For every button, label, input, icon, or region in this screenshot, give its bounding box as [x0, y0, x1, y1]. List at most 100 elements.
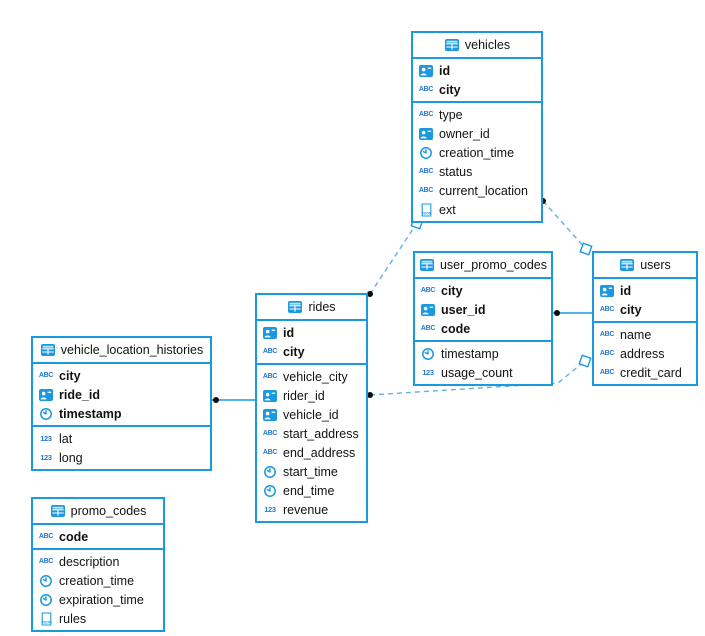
column-name: timestamp [59, 406, 122, 421]
abc-icon-glyph: ABC [418, 111, 434, 118]
abc-icon-glyph: ABC [599, 331, 615, 338]
column-row-vehicle_id[interactable]: vehicle_id [257, 405, 366, 424]
column-row-timestamp[interactable]: timestamp [415, 344, 551, 363]
123-icon: 123 [262, 506, 278, 514]
table-header[interactable]: users [594, 253, 696, 279]
column-name: lat [59, 431, 73, 446]
column-row-rider_id[interactable]: rider_id [257, 386, 366, 405]
pk-column-row-timestamp[interactable]: timestamp [33, 404, 210, 423]
abc-icon: ABC [420, 287, 436, 294]
json-document-icon: JSON [418, 202, 434, 217]
table-header[interactable]: vehicles [413, 33, 541, 59]
column-name: status [439, 164, 473, 179]
column-name: type [439, 107, 463, 122]
column-name: city [439, 82, 461, 97]
table-header[interactable]: rides [257, 295, 366, 321]
svg-text:JSON: JSON [41, 620, 52, 624]
column-row-status[interactable]: ABC status [413, 162, 541, 181]
column-name: id [283, 325, 295, 340]
pk-column-row-id[interactable]: id [594, 281, 696, 300]
column-row-long[interactable]: 123 long [33, 448, 210, 467]
table-header[interactable]: promo_codes [33, 499, 163, 525]
clock-icon [262, 465, 278, 479]
column-name: start_time [283, 464, 338, 479]
abc-icon-glyph: ABC [262, 348, 278, 355]
column-name: current_location [439, 183, 528, 198]
123-icon: 123 [38, 454, 54, 462]
column-name: credit_card [620, 365, 682, 380]
clock-icon [38, 574, 54, 588]
pk-column-row-city[interactable]: ABC city [257, 342, 366, 361]
column-name: id [439, 63, 451, 78]
abc-icon: ABC [38, 372, 54, 379]
clock-icon [262, 484, 278, 498]
pk-column-row-user_id[interactable]: user_id [415, 300, 551, 319]
relation-diamond-marker [578, 354, 592, 368]
table-header[interactable]: vehicle_location_histories [33, 338, 210, 364]
person-badge-icon [262, 326, 278, 339]
column-row-end_time[interactable]: end_time [257, 481, 366, 500]
123-icon: 123 [420, 369, 436, 377]
column-row-credit_card[interactable]: ABC credit_card [594, 363, 696, 382]
pk-column-row-city[interactable]: ABC city [413, 80, 541, 99]
column-row-start_address[interactable]: ABC start_address [257, 424, 366, 443]
column-name: creation_time [439, 145, 515, 160]
relation-line-rides-vehicles [369, 222, 418, 295]
column-row-creation_time[interactable]: creation_time [33, 571, 163, 590]
pk-column-row-id[interactable]: id [413, 61, 541, 80]
abc-icon-glyph: ABC [599, 369, 615, 376]
table-grid-icon [444, 39, 460, 51]
abc-icon-glyph: ABC [418, 86, 434, 93]
abc-icon: ABC [262, 430, 278, 437]
column-row-owner_id[interactable]: owner_id [413, 124, 541, 143]
table-title: user_promo_codes [439, 258, 547, 272]
table-header[interactable]: user_promo_codes [415, 253, 551, 279]
pk-column-row-ride_id[interactable]: ride_id [33, 385, 210, 404]
column-row-expiration_time[interactable]: expiration_time [33, 590, 163, 609]
table-title: users [640, 258, 671, 272]
column-name: expiration_time [59, 592, 144, 607]
abc-icon: ABC [418, 168, 434, 175]
table-title: vehicle_location_histories [60, 343, 204, 357]
column-row-start_time[interactable]: start_time [257, 462, 366, 481]
column-name: rider_id [283, 388, 325, 403]
abc-icon-glyph: ABC [38, 533, 54, 540]
column-name: ride_id [59, 387, 100, 402]
pk-column-row-id[interactable]: id [257, 323, 366, 342]
column-name: start_address [283, 426, 359, 441]
relation-dot-marker [367, 392, 373, 398]
column-row-type[interactable]: ABC type [413, 105, 541, 124]
column-row-creation_time[interactable]: creation_time [413, 143, 541, 162]
column-name: timestamp [441, 346, 499, 361]
column-name: city [283, 344, 305, 359]
relation-line-rides-users [369, 360, 586, 396]
column-name: code [441, 321, 471, 336]
relation-diamond-marker [579, 242, 593, 256]
column-name: long [59, 450, 83, 465]
